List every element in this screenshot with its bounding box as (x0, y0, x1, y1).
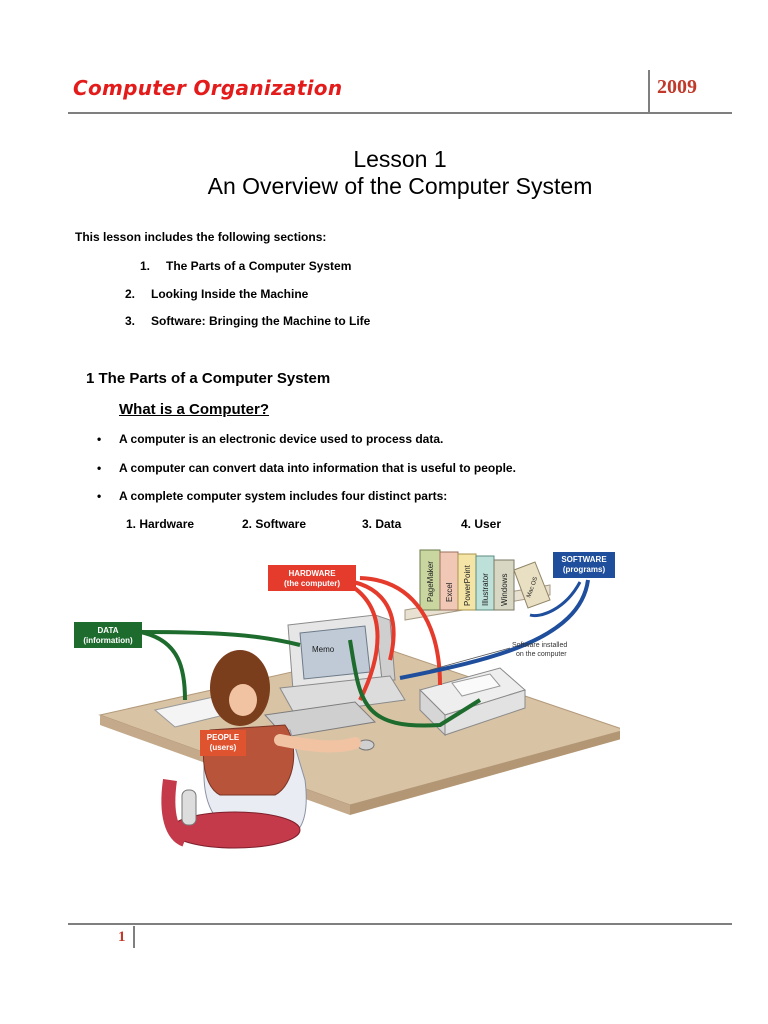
data-label-box (74, 622, 142, 648)
part-user: 4. User (461, 517, 502, 531)
bullet-text: A complete computer system includes four… (119, 489, 448, 503)
section-label: The Parts of a Computer System (166, 259, 352, 273)
header-year: 2009 (657, 76, 697, 98)
data-label: DATA (97, 626, 118, 635)
subheading: What is a Computer? (119, 401, 270, 418)
bullet-text: A computer can convert data into informa… (119, 461, 516, 475)
header-divider (648, 70, 650, 114)
bullet-marker: • (97, 461, 102, 475)
footer-divider (133, 926, 135, 948)
software-arrow (399, 579, 590, 680)
section-item: 3. Software: Bringing the Machine to Life (125, 314, 370, 328)
section-heading: 1 The Parts of a Computer System (86, 370, 331, 387)
lesson-title: An Overview of the Computer System (207, 173, 593, 199)
desk-side (350, 731, 620, 815)
people-label-box (200, 730, 246, 756)
page-number: 1 (118, 929, 126, 945)
footer-rule (68, 923, 732, 925)
section-number: 2. (125, 287, 136, 301)
bullet-text: A computer is an electronic device used … (119, 432, 444, 446)
book-powerpoint: PowerPoint (463, 564, 472, 606)
part-data: 3. Data (362, 517, 402, 531)
section-item: 2. Looking Inside the Machine (125, 287, 308, 301)
people-sublabel: (users) (210, 743, 237, 752)
bullet-item: • A computer is an electronic device used… (97, 432, 443, 446)
header-rule (68, 112, 732, 114)
section-number: 3. (125, 314, 136, 328)
part-hardware: 1. Hardware (126, 517, 195, 531)
books (419, 549, 551, 611)
bullet-item: • A computer can convert data into inform… (97, 461, 516, 475)
data-arrow-monitor (139, 630, 301, 647)
software-label-box (553, 552, 615, 578)
software-installed-leader (429, 647, 511, 671)
people-label: PEOPLE (207, 733, 240, 742)
software-arrow-shelf (529, 581, 582, 618)
document-header-title: Computer Organization (73, 76, 343, 100)
software-installed-label: Software installed (512, 642, 567, 649)
book-excel: Excel (445, 582, 454, 602)
software-label: SOFTWARE (561, 555, 607, 564)
hardware-arrow-keyboard (348, 583, 380, 701)
section-label: Software: Bringing the Machine to Life (151, 314, 371, 328)
bullet-marker: • (97, 489, 102, 503)
chair (161, 779, 301, 849)
book-illustrator: Illustrator (481, 573, 490, 606)
lesson-number: Lesson 1 (353, 146, 447, 172)
data-arrow-printer (348, 639, 482, 728)
bullet-item: • A complete computer system includes fou… (97, 489, 447, 503)
hardware-arrow-printer (359, 576, 442, 686)
book-pagemaker: PageMaker (426, 561, 435, 602)
intro-text: This lesson includes the following secti… (75, 230, 327, 244)
computer-base (279, 675, 406, 716)
monitor-memo-text: Memo (312, 645, 335, 654)
hardware-label-box (268, 565, 356, 591)
section-number: 1. (140, 259, 151, 273)
computer-system-illustration: PageMaker Excel PowerPoint Illustrator W… (74, 549, 620, 849)
hardware-sublabel: (the computer) (284, 579, 340, 588)
part-software: 2. Software (242, 517, 307, 531)
section-item: 1. The Parts of a Computer System (140, 259, 351, 273)
data-sublabel: (information) (83, 636, 133, 645)
data-arrow-paper (139, 630, 187, 701)
software-sublabel: (programs) (563, 565, 606, 574)
printer (419, 667, 526, 737)
software-installed-sublabel: on the computer (516, 651, 567, 658)
book-windows: Windows (500, 574, 509, 606)
hardware-label: HARDWARE (288, 569, 336, 578)
section-label: Looking Inside the Machine (151, 287, 309, 301)
bullet-marker: • (97, 432, 102, 446)
